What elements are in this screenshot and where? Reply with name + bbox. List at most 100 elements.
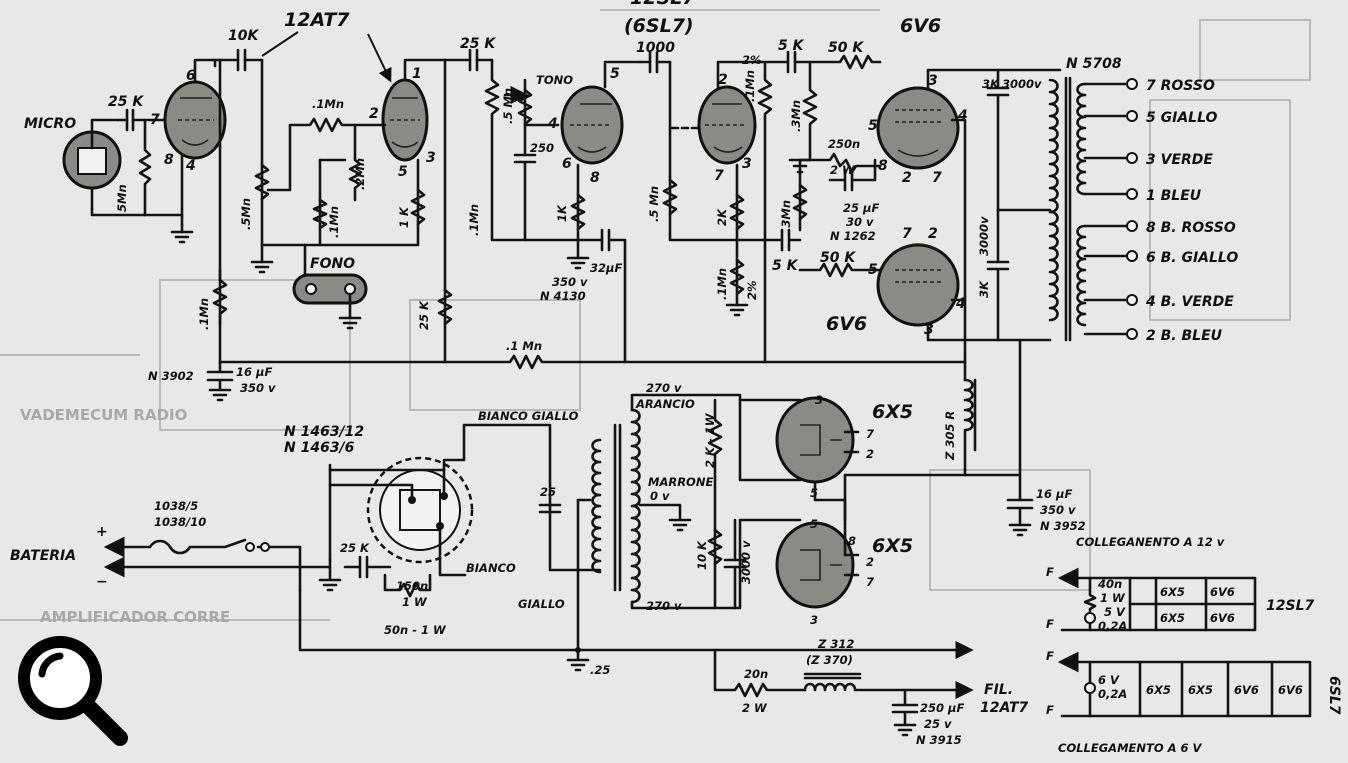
rect-top-label: 6X5 [872,401,913,423]
pin7c: 7 [714,168,724,184]
legend-lamp5: 5 V [1104,605,1126,619]
c1000-label: 1000 [636,40,675,56]
c3000v-label: 3000v [1002,77,1042,91]
micro-label: MICRO [24,116,76,132]
c350v-b-label: 350 v [240,381,276,395]
tap-6: 4 B. VERDE [1145,294,1234,310]
arancio-label: ARANCIO [635,397,695,411]
r2m-label: .2Mn [353,158,367,190]
c250uf-label: 250 µF [920,701,964,715]
ghost-text-2: VADEMECUM RADIO [20,406,187,424]
r5m-tono-label: .5 Mn [501,88,515,124]
r2w-label: 2 W [830,163,856,177]
c25-label: 25 [540,485,556,499]
legend-f1: F [1046,565,1054,579]
pin8: 8 [164,152,174,168]
fono-label: FONO [310,256,355,272]
tap-5: 6 B. GIALLO [1146,250,1238,266]
r5k-top-label: 5 K [778,38,805,54]
c25k-top-label: 25 K [460,36,496,52]
c3k-b-label: 3K [977,280,991,298]
pin2e: 2 [928,226,938,242]
cn1262-label: N 1262 [830,229,876,243]
pin2d: 2 [902,170,912,186]
pin3g: 3 [810,613,818,627]
cap-1000 [623,50,767,364]
fono-jack[interactable] [292,273,368,330]
pin3e: 3 [924,322,934,338]
c3000v-ps-label: 3000 v [739,540,753,584]
c25k-label: 25 K [108,94,144,110]
pin7g: 7 [866,575,874,589]
pin5e: 5 [868,262,878,278]
pin5b: 5 [610,66,620,82]
output-transformer [1048,76,1138,342]
grid-network [250,117,387,277]
pin4: 4 [185,158,196,174]
legend-b6-1: 6X5 [1188,683,1213,697]
plus-label: + [96,524,108,540]
v270b-label: 270 v [646,599,682,613]
r50-label: 50n - 1 W [384,623,447,637]
tube-6v6-top-label: 6V6 [900,15,941,37]
tube-v1a [163,58,227,160]
b-plus-rail [206,338,1034,537]
legend-lamp6a: 0,2A [1098,687,1127,701]
tap-0: 7 ROSSO [1146,78,1215,94]
legend-12v-title: COLLEGANENTO A 12 v [1076,535,1225,549]
cap-10k [212,48,270,364]
pin2f: 2 [866,447,874,461]
r50k-b-label: 50 K [820,250,856,266]
rect-bottom-label: 6X5 [872,535,913,557]
legend-f2: F [1046,617,1054,631]
cn3902-label: N 3902 [148,369,194,383]
r2k1w-label: 2 K - 1W [703,412,717,468]
cap-25k-top [437,48,580,364]
legend-6sl7: 6SL7 [1326,676,1342,715]
r1m-fono-label: .1Mn [327,206,341,238]
pin2: 2 [369,106,379,122]
pin6b: 6 [562,156,572,172]
r20-label: 20n [744,667,768,681]
tap-1: 5 GIALLO [1146,110,1217,126]
r25k-ps-label: 25 K [340,541,370,555]
ov-label: 0 v [650,489,670,503]
z312-label: Z 312 [817,637,854,651]
pin8g: 8 [848,534,856,548]
tube-6sl7-label: (6SL7) [624,15,694,37]
r5m-label: 5Mn [115,184,129,212]
r1k-b-label: 1K [555,204,569,222]
r2k-label: 2K [715,208,729,226]
r150-label: 150n [396,579,428,593]
pin6: 6 [186,68,196,84]
tube-12sl7-label: 12SL7 [630,0,696,9]
magnifier-icon[interactable] [12,630,132,750]
r1m-feed-label: .1 Mn [506,339,542,353]
c350v-c-label: 350 v [1040,503,1076,517]
pin3d: 3 [928,73,938,89]
c32uf-label: 32µF [590,261,622,275]
c25uf-label: 25 µF [843,201,879,215]
pin3c: 3 [742,156,752,172]
pin5d: 5 [868,118,878,134]
pin4d: 4 [957,108,968,124]
pin1: 1 [412,66,422,82]
r5k-b-label: 5 K [772,258,799,274]
r1m-grid-label: .1Mn [467,204,481,236]
tap-3: 1 BLEU [1146,188,1202,204]
tube-6v6-top [876,68,1062,362]
legend-f4: F [1046,703,1054,717]
r10k-label: 10 K [695,540,709,570]
legend-r40: 40n [1097,577,1122,591]
r5m-b-label: .5 Mn [647,186,661,222]
cn4130-label: N 4130 [540,289,586,303]
power-transformer [538,393,802,672]
legend-b12-0: 6X5 [1160,585,1185,599]
filament-supply [713,648,974,737]
r2w-ps-label: 2 W [742,701,768,715]
pin5g: 5 [810,517,818,531]
plate-caps [986,68,1052,342]
bianco-giallo-label: BIANCO GIALLO [478,409,579,423]
